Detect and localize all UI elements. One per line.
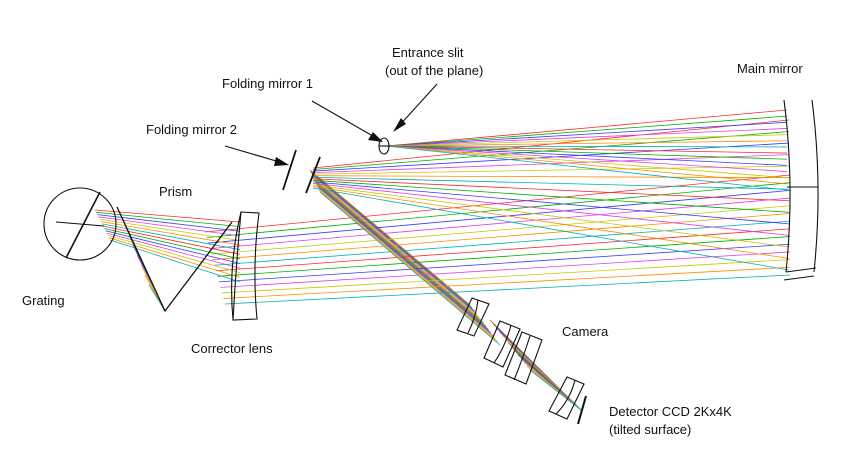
ray (105, 230, 241, 264)
ray (318, 190, 498, 343)
ray (529, 369, 582, 411)
leader-arrows (224, 83, 438, 166)
ray (312, 142, 790, 172)
ray (214, 220, 791, 266)
ray (312, 165, 790, 175)
ray (312, 176, 790, 190)
corrector-lens (231, 211, 260, 321)
ray (104, 228, 241, 260)
ray (318, 188, 496, 340)
label-entrance-slit-2: (out of the plane) (385, 63, 483, 78)
ray (312, 178, 790, 202)
main-mirror (783, 99, 819, 281)
camera-lenses (456, 297, 585, 420)
ray (314, 179, 485, 324)
folding-mirror-2 (282, 149, 297, 191)
ray (316, 184, 492, 333)
ray (312, 174, 478, 315)
ray-bundles (94, 109, 791, 411)
ray (211, 205, 791, 255)
ray (310, 171, 473, 309)
label-entrance-slit-1: Entrance slit (392, 45, 464, 60)
ray (312, 175, 790, 179)
ray (385, 121, 788, 147)
ray (312, 176, 480, 318)
ray (206, 182, 791, 238)
ray (220, 251, 791, 288)
ray (212, 213, 791, 261)
label-prism: Prism (159, 184, 192, 199)
ray (319, 191, 501, 346)
ray (109, 239, 241, 283)
ray (101, 223, 241, 251)
ray (312, 184, 790, 248)
ray (385, 145, 788, 154)
ray (385, 115, 788, 147)
label-corrector-lens: Corrector lens (191, 341, 273, 356)
ray (317, 186, 494, 337)
ray (208, 189, 791, 244)
ray (94, 209, 241, 223)
ray (218, 243, 791, 283)
ray (224, 274, 791, 305)
label-camera: Camera (562, 324, 609, 339)
label-detector-1: Detector CCD 2Kx4K (609, 404, 732, 419)
ray (311, 173, 475, 312)
ray (106, 232, 241, 269)
ray (98, 216, 241, 237)
ray (217, 236, 791, 277)
label-grating: Grating (22, 293, 65, 308)
ray (385, 134, 788, 147)
label-detector-2: (tilted surface) (609, 422, 691, 437)
ray (385, 128, 788, 147)
ray (221, 259, 791, 294)
ray (99, 218, 241, 241)
ray (385, 145, 788, 185)
ray (312, 179, 790, 213)
ray (315, 183, 489, 330)
ray (108, 237, 241, 278)
grating (43, 187, 117, 261)
ray (385, 145, 788, 191)
ray (312, 182, 790, 236)
ray (385, 140, 788, 147)
ray (309, 169, 471, 306)
ray (312, 181, 790, 225)
ray (312, 186, 790, 259)
ray (385, 145, 788, 172)
ray (223, 266, 791, 299)
label-folding-mirror-1: Folding mirror 1 (222, 76, 313, 91)
ray (385, 145, 788, 148)
label-folding-mirror-2: Folding mirror 2 (146, 122, 237, 137)
ray (315, 181, 487, 327)
ray (102, 225, 241, 255)
prism (116, 206, 233, 313)
ray (312, 131, 790, 170)
label-main-mirror: Main mirror (737, 61, 803, 76)
ray (215, 228, 791, 272)
ray (97, 214, 241, 232)
entrance-slit (378, 137, 390, 155)
ray (385, 145, 788, 179)
ray (107, 234, 241, 274)
folding-mirror-1 (305, 156, 321, 194)
detector-ccd (577, 395, 587, 425)
ray (312, 187, 790, 271)
ray (385, 145, 788, 160)
ray (385, 109, 788, 147)
ray (385, 145, 788, 166)
ray (313, 178, 482, 321)
ray (209, 197, 791, 250)
ray (312, 154, 790, 174)
